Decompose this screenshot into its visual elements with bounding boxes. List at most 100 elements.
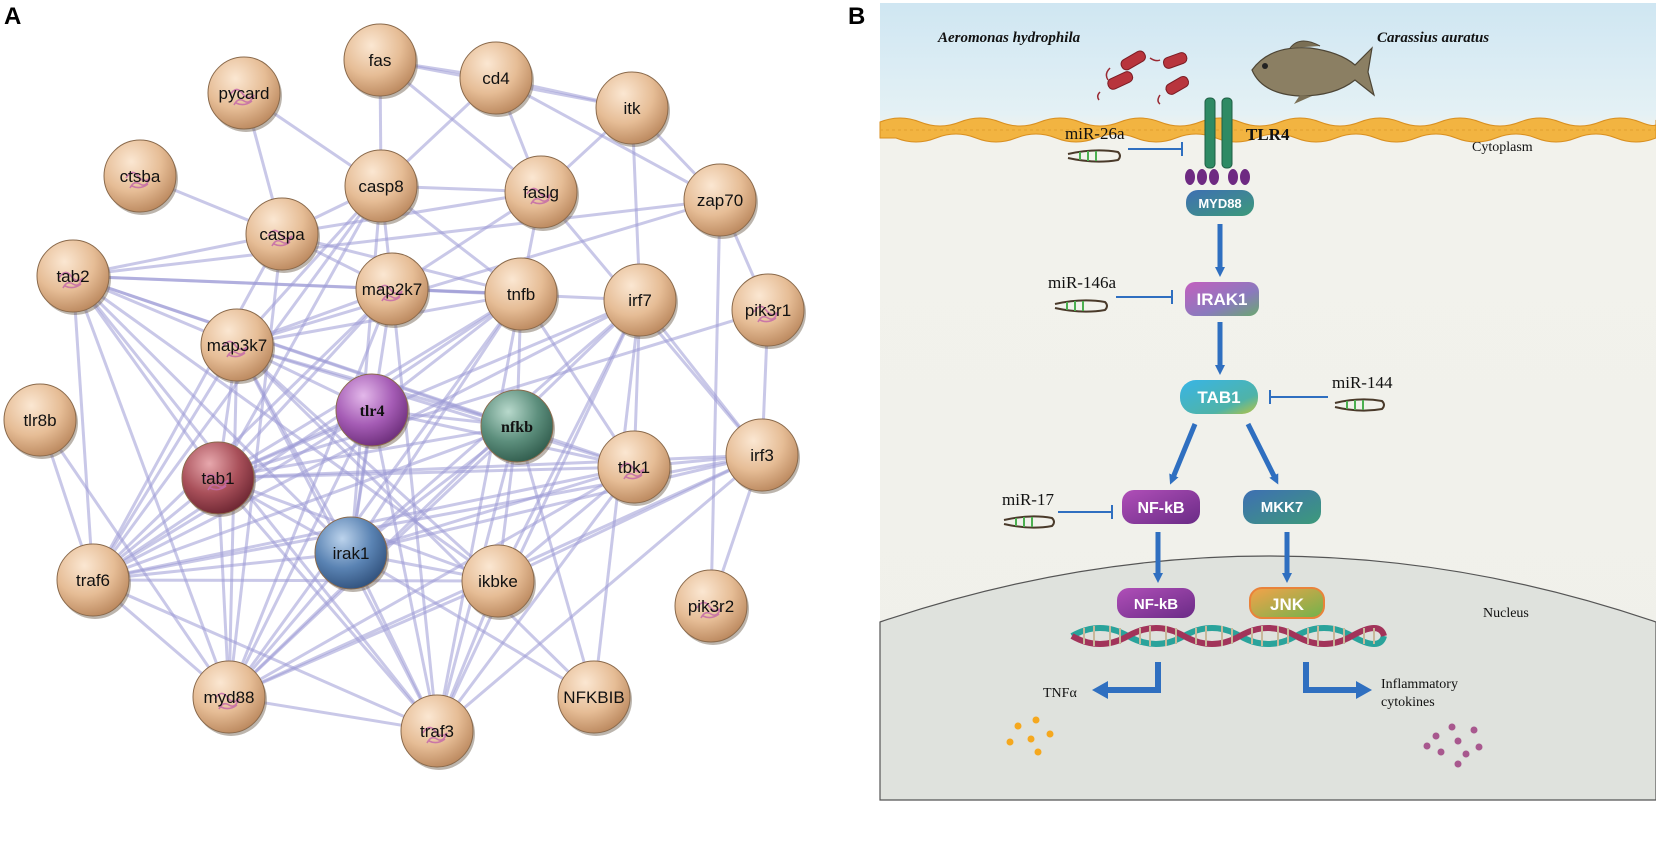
edge-pik3r1-tab1 [217, 308, 769, 480]
node-label-faslg: faslg [523, 183, 559, 202]
mkk7-label: MKK7 [1261, 499, 1304, 516]
node-sphere [597, 430, 671, 504]
node-label-traf3: traf3 [420, 722, 454, 741]
edge-tbk1-irak1 [350, 465, 635, 555]
node-label-ctsba: ctsba [120, 167, 161, 186]
node-tlr8b: tlr8b [3, 383, 78, 459]
nfkb-nucleus-label: NF-kB [1134, 596, 1178, 613]
edge-zap70-tab2 [72, 198, 721, 278]
node-sphere [207, 56, 281, 130]
tlr4-receptor [1185, 97, 1250, 185]
nfkb-nucleus-protein: NF-kB [1117, 588, 1195, 618]
node-faslg: faslg [504, 155, 579, 231]
node-sphere [36, 239, 110, 313]
edge-tbk1-traf3 [435, 466, 636, 732]
myd88-label: MYD88 [1198, 196, 1241, 211]
node-label-pik3r1: pik3r1 [745, 301, 791, 320]
node-sphere [343, 23, 417, 97]
mkk7-protein: MKK7 [1243, 490, 1321, 524]
node-sphere [181, 441, 255, 515]
nfkb-cytoplasm-protein: NF-kB [1122, 490, 1200, 524]
panel-b-pathway: B Aeromonas hydrophila Carassius auratus [848, 3, 1656, 801]
arrow-cytokines-output [1303, 662, 1356, 693]
protein-structure-icon [619, 462, 645, 480]
cytokines-label-line1: Inflammatory [1381, 677, 1458, 692]
node-casp8: casp8 [344, 149, 419, 225]
node-caspa: caspa [245, 197, 320, 273]
node-label-cd4: cd4 [482, 69, 509, 88]
edge-map2k7-traf6 [91, 287, 394, 582]
node-irf3: irf3 [725, 418, 800, 494]
protein-structure-icon [125, 171, 151, 189]
edge-map3k7-tbk1 [236, 343, 635, 469]
mir146a-label: miR-146a [1048, 273, 1116, 292]
node-sphere [200, 308, 274, 382]
node-label-map2k7: map2k7 [362, 280, 422, 299]
node-sphere [595, 71, 669, 145]
mir144-label: miR-144 [1332, 373, 1393, 392]
node-label-map3k7: map3k7 [207, 336, 267, 355]
tnfa-molecules [1006, 716, 1054, 756]
irak1-protein: IRAK1 [1185, 282, 1259, 316]
node-sphere [557, 660, 631, 734]
node-NFKBIB: NFKBIB [557, 660, 632, 736]
protein-structure-icon [222, 340, 248, 358]
node-label-irak1: irak1 [333, 544, 370, 563]
mir146a-hairpin-icon [1054, 299, 1108, 313]
tab1-protein: TAB1 [1180, 380, 1258, 414]
node-label-NFKBIB: NFKBIB [563, 688, 624, 707]
node-label-nfkb: nfkb [501, 419, 533, 436]
node-sphere [731, 273, 805, 347]
node-sphere [314, 516, 388, 590]
node-tab1: tab1 [181, 441, 256, 517]
mir17-hairpin-icon [1003, 515, 1055, 529]
edge-irf3-irak1 [350, 453, 763, 555]
edge-irak1-NFKBIB [350, 551, 595, 699]
edge-casp8-tab1 [216, 185, 383, 479]
edge-irf3-tab1 [217, 453, 763, 480]
node-tab2: tab2 [36, 239, 111, 315]
protein-structure-icon [753, 305, 779, 323]
mir26a-hairpin-icon [1067, 149, 1121, 163]
node-label-tbk1: tbk1 [618, 458, 650, 477]
edge-caspa-traf6 [91, 233, 284, 581]
edge-irf3-traf3 [436, 453, 763, 733]
edge-irak1-traf6 [92, 551, 352, 582]
edge-tab2-traf6 [71, 275, 95, 581]
edge-faslg-caspa [281, 190, 542, 236]
goldfish-icon [1251, 40, 1376, 104]
node-ikbke: ikbke [461, 544, 536, 620]
node-map3k7: map3k7 [200, 308, 275, 384]
panel-a-letter: A [4, 3, 21, 30]
protein-structure-icon [58, 271, 84, 289]
edge-map2k7-traf3 [390, 288, 439, 732]
node-sphere [400, 694, 474, 768]
edge-tnfb-myd88 [227, 293, 523, 698]
node-label-itk: itk [624, 99, 642, 118]
node-label-myd88: myd88 [203, 688, 254, 707]
node-ctsba: ctsba [103, 139, 178, 215]
edge-tab1-myd88 [216, 477, 231, 698]
mir26a-label: miR-26a [1065, 124, 1125, 143]
node-label-ikbke: ikbke [478, 572, 518, 591]
edge-map2k7-myd88 [227, 288, 394, 698]
arrow-tab1-nfkb [1169, 423, 1198, 485]
edge-tlr8b-myd88 [38, 419, 231, 698]
cell-membrane [879, 117, 1656, 143]
node-label-tnfb: tnfb [507, 285, 535, 304]
node-tbk1: tbk1 [597, 430, 672, 506]
node-sphere [725, 418, 799, 492]
edge-map3k7-ikbke [235, 343, 500, 583]
jnk-label: JNK [1270, 595, 1305, 614]
edge-irf7-traf3 [435, 299, 642, 732]
protein-structure-icon [203, 473, 229, 491]
edge-nfkb-tab1 [217, 424, 518, 480]
protein-structure-icon [526, 187, 552, 205]
protein-structure-icon [377, 284, 403, 302]
bacteria-icon [1096, 50, 1190, 105]
edge-tlr4-traf3 [370, 409, 439, 732]
node-sphere [459, 41, 533, 115]
node-label-caspa: caspa [259, 225, 305, 244]
edge-nfkb-traf6 [92, 424, 518, 582]
